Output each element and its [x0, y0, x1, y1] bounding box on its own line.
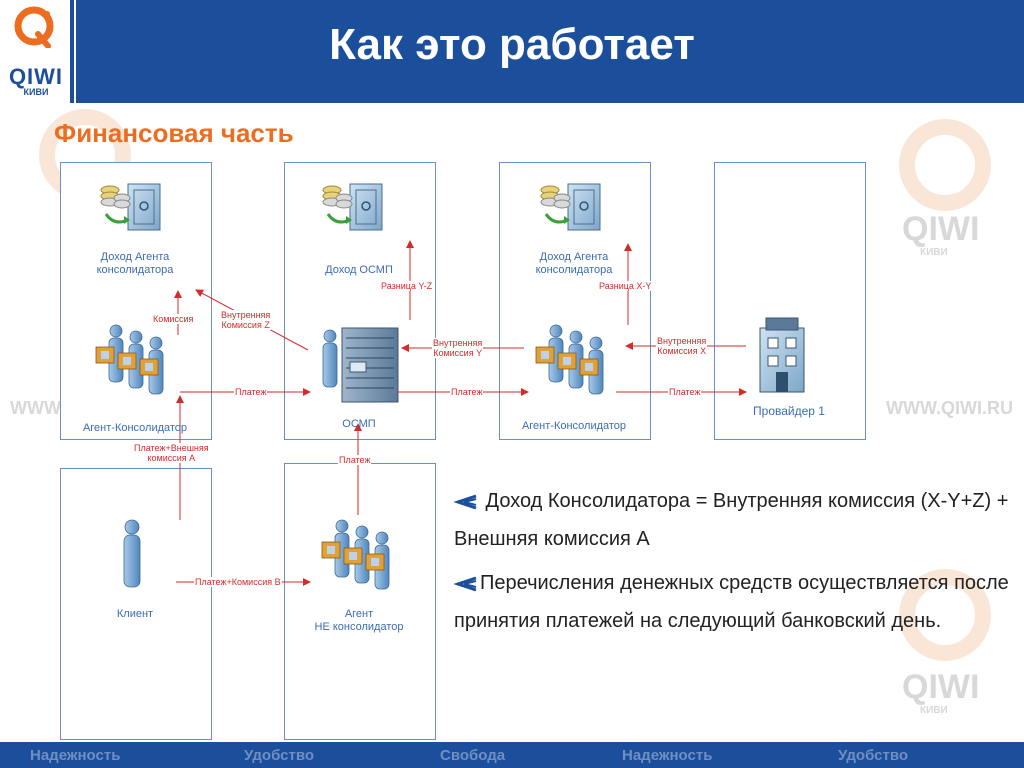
- label-payment-1: Платеж: [234, 387, 268, 397]
- bullet-transfer-timing: Перечисления денежных средств осуществля…: [454, 564, 1014, 640]
- footer-value-reliability: Надежность: [30, 747, 121, 764]
- bullet-text: Перечисления денежных средств осуществля…: [454, 572, 1009, 632]
- page-title: Как это работает: [329, 20, 695, 69]
- label-internal-x: Внутренняя Комиссия X: [656, 336, 708, 356]
- client-person-icon: [123, 519, 141, 588]
- provider-building-icon: [759, 317, 805, 393]
- label-agent-income-2: Доход Агента консолидатора: [535, 251, 613, 276]
- server-operator-icon: [322, 327, 399, 403]
- label-agent-non-consolidator: Агент НЕ консолидатор: [314, 608, 404, 633]
- bullet-consolidator-income: Доход Консолидатора = Внутренняя комисси…: [454, 482, 1014, 558]
- bullet-text: Доход Консолидатора = Внутренняя комисси…: [454, 490, 1009, 550]
- label-osmp: ОСМП: [342, 418, 376, 430]
- income-safe-icon: [540, 183, 601, 231]
- label-payment-2: Платеж: [450, 387, 484, 397]
- footer-value-freedom: Свобода: [440, 747, 506, 764]
- income-safe-icon: [100, 183, 161, 231]
- agents-group-icon: [95, 324, 164, 395]
- qiwi-q-icon: [14, 6, 54, 48]
- label-payment-4: Платеж: [338, 455, 372, 465]
- header-divider: [74, 0, 76, 103]
- chevron-bullet-icon: [454, 576, 477, 592]
- footer-bar: Надежность Удобство Свобода Надежность У…: [0, 742, 1024, 768]
- agents-group-icon: [321, 519, 390, 590]
- footer-value-convenience: Удобство: [244, 747, 315, 764]
- label-internal-y: Внутренняя Комиссия Y: [432, 338, 484, 358]
- label-internal-z: Внутренняя Комиссия Z: [220, 310, 272, 330]
- label-diff-xy: Разница X-Y: [598, 281, 653, 291]
- label-payment-plus-b: Платеж+Комиссия В: [194, 577, 282, 587]
- chevron-bullet-icon: [454, 494, 477, 510]
- agents-group-icon: [535, 324, 604, 395]
- header-bar: QIWI КИВИ Как это работает: [0, 0, 1024, 103]
- label-payment-plus-ext: Платеж+Внешняя комиссия А: [133, 443, 210, 463]
- logo-text: QIWI: [8, 64, 64, 89]
- logo-subtext: КИВИ: [23, 87, 49, 97]
- logo[interactable]: QIWI КИВИ: [0, 0, 70, 103]
- label-commission: Комиссия: [152, 314, 195, 324]
- panel-client: [60, 468, 212, 740]
- label-client: Клиент: [116, 608, 154, 620]
- label-provider: Провайдер 1: [753, 404, 825, 418]
- label-diff-yz: Разница Y-Z: [380, 281, 434, 291]
- label-agent-consolidator-2: Агент-Консолидатор: [521, 420, 627, 432]
- panel-agent-non-consolidator: [284, 463, 436, 740]
- footer-value-reliability: Надежность: [622, 747, 713, 764]
- label-payment-3: Платеж: [668, 387, 702, 397]
- section-subtitle: Финансовая часть: [54, 118, 294, 148]
- footer-value-convenience: Удобство: [838, 747, 909, 764]
- label-osmp-income: Доход ОСМП: [325, 264, 393, 276]
- label-agent-consolidator-1: Агент-Консолидатор: [82, 422, 188, 434]
- income-safe-icon: [322, 183, 383, 231]
- label-agent-income-1: Доход Агента консолидатора: [96, 251, 174, 276]
